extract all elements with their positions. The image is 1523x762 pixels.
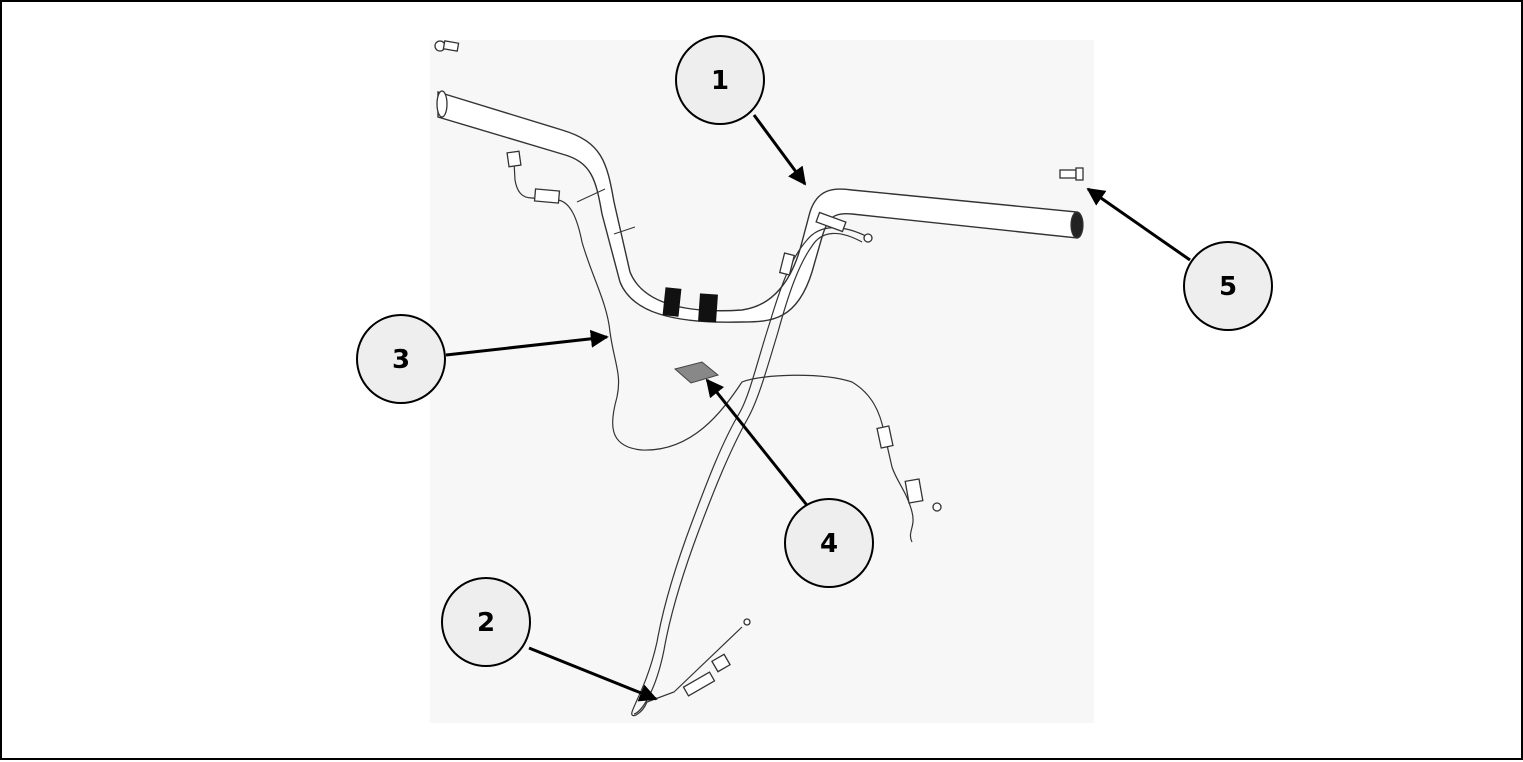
bolt-right (1059, 167, 1084, 181)
callout-number: 2 (477, 608, 495, 638)
callout-number: 4 (820, 529, 838, 559)
leader-arrow-4 (705, 378, 812, 510)
callout-1: 1 (675, 35, 765, 125)
callout-2: 2 (441, 577, 531, 667)
illustration-backdrop (430, 40, 1094, 723)
leader-arrow-1 (752, 114, 807, 186)
throttle-cable (506, 150, 942, 543)
callout-3: 3 (356, 314, 446, 404)
callout-5: 5 (1183, 241, 1273, 331)
leader-arrow-3 (445, 329, 609, 357)
leader-arrow-2 (528, 646, 658, 702)
leader-lines (445, 114, 1191, 702)
callout-group: 1 2 3 4 5 (356, 35, 1273, 667)
bolt-left (434, 40, 460, 52)
callout-circle (356, 314, 446, 404)
callout-circle (784, 498, 874, 588)
callout-number: 3 (392, 345, 410, 375)
clutch-cable (631, 211, 873, 717)
callout-circle (441, 577, 531, 667)
handlebar (436, 90, 1084, 323)
callout-circle (675, 35, 765, 125)
label-sticker (673, 361, 720, 384)
callout-number: 1 (711, 66, 729, 96)
leader-arrow-5 (1086, 187, 1191, 262)
callout-4: 4 (784, 498, 874, 588)
callout-number: 5 (1219, 272, 1237, 302)
callout-circle (1183, 241, 1273, 331)
